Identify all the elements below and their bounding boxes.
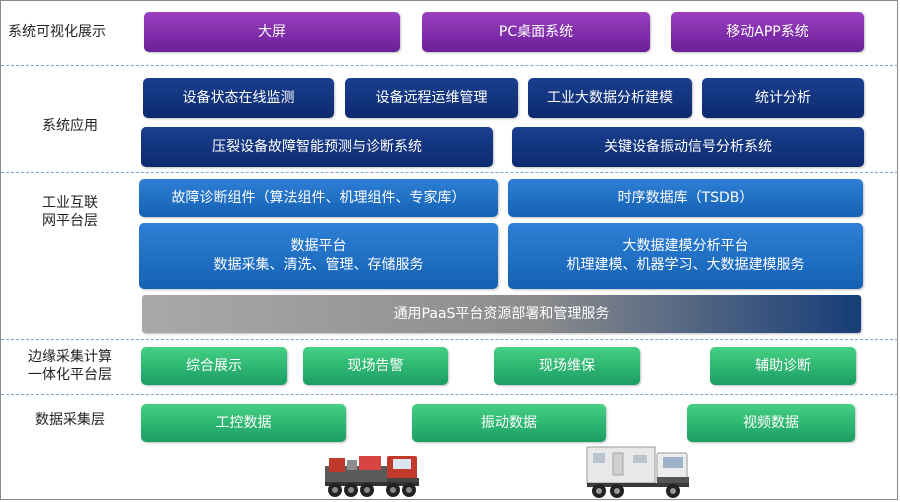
box-fault-prediction-system: 压裂设备故障智能预测与诊断系统 <box>141 127 493 167</box>
box-video-data: 视频数据 <box>687 404 855 442</box>
box-mobile-app: 移动APP系统 <box>671 12 864 52</box>
box-paas-bar: 通用PaaS平台资源部署和管理服务 <box>142 295 861 333</box>
layer-label-platform: 工业互联 网平台层 <box>0 192 140 232</box>
layer-label-line: 一体化平台层 <box>28 367 112 383</box>
layer-label-application: 系统应用 <box>42 118 98 134</box>
fracturing-truck-image <box>325 456 419 497</box>
box-big-screen: 大屏 <box>144 12 400 52</box>
box-remote-maintenance: 设备远程运维管理 <box>345 78 518 118</box>
layer-divider <box>1 172 898 173</box>
box-bigdata-platform: 大数据建模分析平台 机理建模、机器学习、大数据建模服务 <box>508 223 863 289</box>
box-subtitle: 机理建模、机器学习、大数据建模服务 <box>566 257 805 273</box>
box-control-data: 工控数据 <box>141 404 346 442</box>
box-vibration-analysis-system: 关键设备振动信号分析系统 <box>512 127 864 167</box>
layer-divider <box>1 339 898 340</box>
box-onsite-maintenance: 现场维保 <box>494 347 640 385</box>
box-bigdata-modeling: 工业大数据分析建模 <box>528 78 692 118</box>
layer-label-collection: 数据采集层 <box>35 412 105 428</box>
box-data-platform: 数据平台 数据采集、清洗、管理、存储服务 <box>139 223 498 289</box>
box-subtitle: 数据采集、清洗、管理、存储服务 <box>213 257 424 273</box>
box-pc-desktop: PC桌面系统 <box>422 12 650 52</box>
monitoring-truck-image <box>586 446 689 498</box>
box-tsdb: 时序数据库（TSDB） <box>508 179 863 217</box>
box-overview-display: 综合展示 <box>141 347 287 385</box>
box-fault-diagnosis-components: 故障诊断组件（算法组件、机理组件、专家库） <box>139 179 498 217</box>
box-vibration-data: 振动数据 <box>412 404 606 442</box>
box-assisted-diagnosis: 辅助诊断 <box>710 347 856 385</box>
box-title: 大数据建模分析平台 <box>622 238 749 254</box>
box-onsite-alarm: 现场告警 <box>303 347 448 385</box>
box-title: 数据平台 <box>290 238 347 254</box>
layer-label-line: 工业互联 <box>42 195 98 211</box>
box-online-monitoring: 设备状态在线监测 <box>143 78 334 118</box>
layer-label-edge: 边缘采集计算 一体化平台层 <box>0 346 140 386</box>
layer-label-line: 边缘采集计算 <box>28 349 112 365</box>
layer-label-line: 网平台层 <box>42 213 98 229</box>
layer-label-visualization: 系统可视化展示 <box>8 24 106 40</box>
layer-divider <box>1 65 898 66</box>
box-statistics: 统计分析 <box>702 78 864 118</box>
layer-divider <box>1 394 898 395</box>
